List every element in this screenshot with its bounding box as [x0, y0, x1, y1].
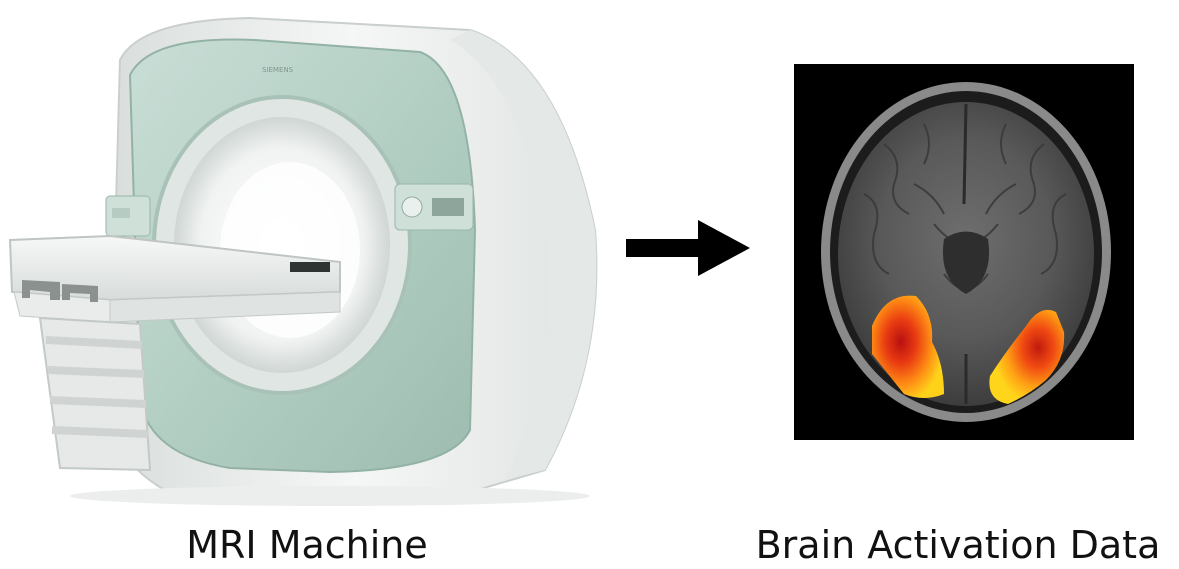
mri-machine-image: SIEMENS — [0, 0, 610, 510]
mri-machine-drawing: SIEMENS — [0, 0, 610, 510]
brain-activation-image — [794, 64, 1134, 440]
mri-machine-caption: MRI Machine — [162, 526, 452, 564]
right-arrow-icon — [622, 218, 752, 278]
control-knob — [402, 197, 422, 217]
brain-scan-drawing — [794, 64, 1134, 440]
arrow — [622, 218, 752, 278]
brand-label: SIEMENS — [262, 66, 294, 74]
brain-activation-caption: Brain Activation Data — [738, 526, 1178, 564]
display-screen — [432, 198, 464, 216]
table-handle — [290, 262, 330, 272]
